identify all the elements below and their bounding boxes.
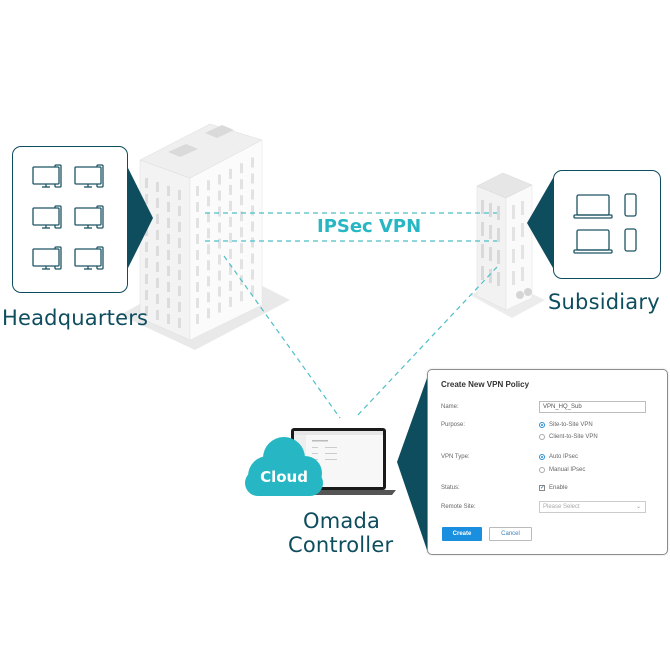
checkbox-label: Enable: [549, 485, 568, 491]
checkbox-checked-icon[interactable]: ✓: [539, 485, 546, 491]
vpn-links: [205, 212, 498, 419]
option-label: Client-to-Site VPN: [549, 434, 598, 440]
name-label: Name:: [441, 404, 459, 410]
remote-site-label: Remote Site:: [441, 504, 476, 510]
subsidiary-label: Subsidiary: [548, 290, 660, 314]
option-label: Auto IPsec: [549, 454, 579, 460]
purpose-label: Purpose:: [441, 422, 466, 428]
subsidiary-controller-link: [355, 266, 498, 418]
vpn-type-option-auto[interactable]: Auto IPsec: [539, 454, 578, 460]
subsidiary-device-box: [553, 170, 661, 279]
purpose-option-site-to-site[interactable]: Site-to-Site VPN: [539, 422, 593, 428]
subsidiary-pointer: [527, 178, 553, 268]
vpn-type-option-manual[interactable]: Manual IPsec: [539, 467, 585, 473]
radio-unselected-icon[interactable]: [539, 467, 545, 473]
radio-selected-icon[interactable]: [539, 422, 545, 428]
radio-unselected-icon[interactable]: [539, 434, 545, 440]
chevron-down-icon: ⌄: [635, 504, 641, 510]
cancel-button[interactable]: Cancel: [489, 527, 532, 541]
controller-label-line1: Omada: [303, 509, 381, 533]
select-placeholder: Please Select: [543, 504, 580, 510]
dialog-title: Create New VPN Policy: [441, 380, 530, 389]
status-label: Status:: [441, 485, 460, 491]
headquarters-device-box: [12, 146, 128, 293]
status-enable-checkbox[interactable]: ✓ Enable: [539, 485, 568, 491]
headquarters-building: [120, 123, 290, 350]
headquarters-pointer: [128, 168, 153, 268]
option-label: Site-to-Site VPN: [549, 422, 593, 428]
option-label: Manual IPsec: [549, 467, 586, 473]
ipsec-vpn-label: IPSec VPN: [317, 216, 422, 237]
create-vpn-policy-dialog: Create New VPN Policy Name: VPN_HQ_Sub P…: [427, 369, 668, 555]
vpn-type-label: VPN Type:: [441, 454, 470, 460]
radio-selected-icon[interactable]: [539, 454, 545, 460]
remote-site-select[interactable]: Please Select ⌄: [539, 501, 646, 513]
hq-controller-link: [223, 255, 341, 419]
controller-label-line2: Controller: [288, 533, 394, 557]
create-button[interactable]: Create: [442, 527, 482, 541]
subsidiary-building: [470, 172, 545, 318]
headquarters-label: Headquarters: [2, 306, 149, 330]
name-input[interactable]: VPN_HQ_Sub: [539, 401, 646, 413]
cloud-icon: [245, 437, 323, 496]
cloud-label: Cloud: [260, 468, 308, 486]
dialog-pointer: [397, 378, 427, 550]
purpose-option-client-to-site[interactable]: Client-to-Site VPN: [539, 434, 598, 440]
